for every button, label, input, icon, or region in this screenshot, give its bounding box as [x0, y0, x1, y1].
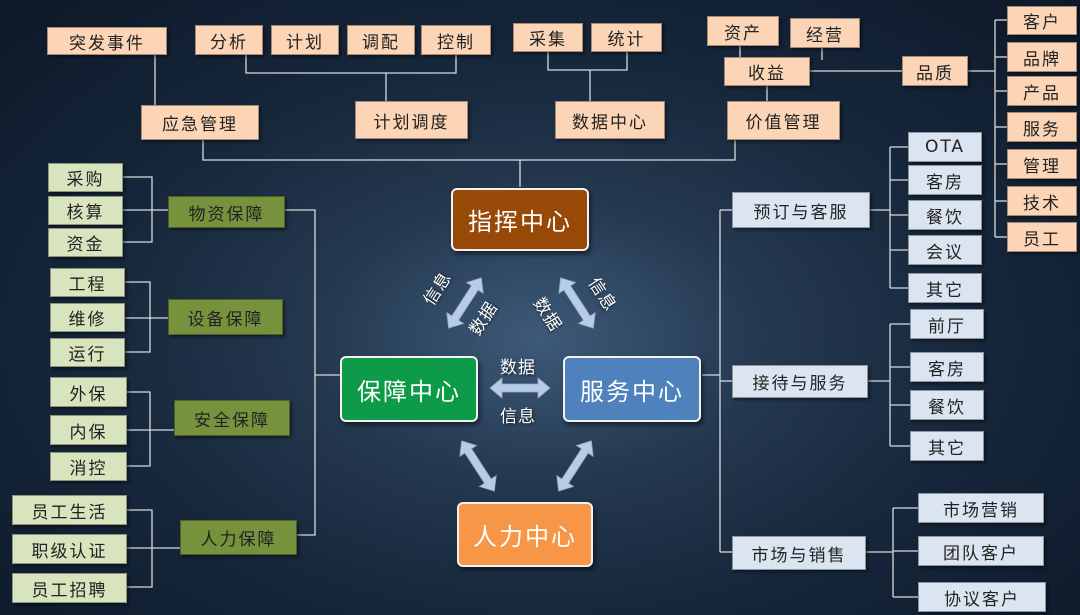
flow-label-info: 信息 — [419, 268, 457, 310]
quality-child-2: 品牌 — [1007, 42, 1077, 72]
flow-label-data: 数据 — [500, 358, 536, 378]
plan-child-4: 控制 — [421, 25, 491, 55]
flow-label-info: 信息 — [583, 274, 621, 316]
plan-child-2: 计划 — [271, 25, 339, 55]
quality-child-7: 员工 — [1007, 222, 1077, 252]
plan-dispatch-node: 计划调度 — [355, 101, 468, 139]
marketing-child-2: 团队客户 — [918, 536, 1044, 566]
flow-label-data: 数据 — [465, 298, 503, 340]
manpower-child-3: 员工招聘 — [12, 573, 127, 603]
booking-child-4: 会议 — [908, 235, 982, 265]
emergency-child-1: 突发事件 — [47, 27, 167, 55]
booking-service-node: 预订与客服 — [732, 192, 870, 228]
emergency-management-node: 应急管理 — [141, 105, 259, 140]
equipment-child-1: 工程 — [50, 268, 125, 297]
material-child-3: 资金 — [48, 228, 123, 257]
material-child-2: 核算 — [48, 196, 123, 225]
service-center-node: 服务中心 — [563, 356, 701, 422]
flow-label-data: 数据 — [528, 294, 566, 336]
quality-node: 品质 — [902, 56, 968, 86]
safety-child-1: 外保 — [50, 377, 127, 407]
data-child-2: 统计 — [591, 23, 662, 52]
revenue-node: 收益 — [724, 57, 810, 86]
manpower-support-node: 人力保障 — [180, 520, 297, 555]
quality-child-6: 技术 — [1007, 186, 1077, 216]
booking-child-5: 其它 — [908, 273, 982, 303]
data-center-node: 数据中心 — [555, 101, 665, 139]
quality-child-5: 管理 — [1007, 149, 1077, 179]
quality-child-4: 服务 — [1007, 112, 1077, 142]
reception-child-3: 餐饮 — [910, 390, 984, 420]
reception-child-1: 前厅 — [910, 309, 984, 339]
marketing-child-1: 市场营销 — [918, 493, 1044, 523]
safety-support-node: 安全保障 — [174, 400, 290, 436]
reception-child-2: 客房 — [910, 352, 984, 382]
material-child-1: 采购 — [48, 163, 123, 192]
command-center-node: 指挥中心 — [451, 188, 589, 251]
manpower-child-2: 职级认证 — [12, 534, 127, 564]
plan-child-3: 调配 — [347, 25, 415, 55]
equipment-child-3: 运行 — [50, 338, 125, 367]
booking-child-1: OTA — [908, 132, 982, 162]
reception-service-node: 接待与服务 — [732, 365, 868, 398]
marketing-sales-node: 市场与销售 — [732, 536, 866, 570]
manpower-child-1: 员工生活 — [12, 495, 127, 525]
quality-child-1: 客户 — [1007, 6, 1077, 35]
booking-child-3: 餐饮 — [908, 200, 982, 230]
quality-child-3: 产品 — [1007, 76, 1077, 106]
material-support-node: 物资保障 — [168, 196, 285, 228]
support-center-node: 保障中心 — [340, 356, 478, 422]
value-management-node: 价值管理 — [727, 101, 840, 140]
marketing-child-3: 协议客户 — [918, 582, 1046, 612]
data-child-1: 采集 — [513, 23, 583, 52]
plan-child-1: 分析 — [195, 25, 263, 55]
reception-child-4: 其它 — [910, 431, 984, 461]
flow-label-info: 信息 — [500, 407, 536, 427]
equipment-support-node: 设备保障 — [168, 299, 283, 335]
equipment-child-2: 维修 — [50, 303, 125, 332]
value-child-1: 资产 — [707, 16, 779, 46]
booking-child-2: 客房 — [908, 165, 982, 195]
safety-child-3: 消控 — [50, 452, 127, 481]
hr-center-node: 人力中心 — [457, 502, 593, 567]
value-child-2: 经营 — [790, 18, 860, 48]
safety-child-2: 内保 — [50, 415, 127, 445]
